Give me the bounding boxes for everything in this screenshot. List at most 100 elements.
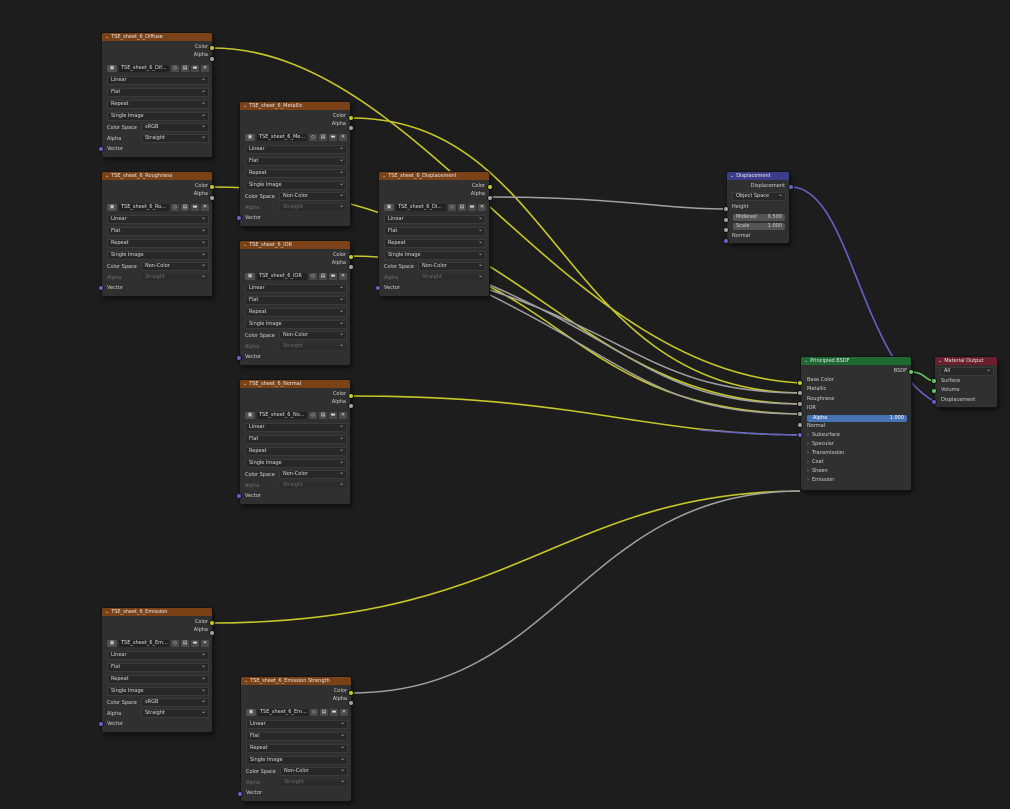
close-icon[interactable]: ✕ [339, 412, 347, 419]
source-dropdown[interactable]: Single Image [245, 319, 347, 329]
close-icon[interactable]: ✕ [339, 134, 347, 141]
node-principled-bsdf[interactable]: ⌄Principled BSDF BSDF Base Color Metalli… [801, 357, 911, 490]
node-header[interactable]: ⌄Principled BSDF [801, 357, 911, 365]
socket-strength-alpha[interactable] [348, 700, 354, 706]
extension-dropdown[interactable]: Repeat [245, 446, 347, 456]
socket-emission-alpha[interactable] [209, 630, 215, 636]
image-icon[interactable]: ▣ [107, 65, 117, 72]
node-header[interactable]: ⌄TSE_sheet_6_Normal [240, 380, 350, 388]
chevron-down-icon[interactable]: ⌄ [804, 358, 809, 364]
socket-diffuse-vector[interactable] [98, 146, 104, 152]
socket-ior-color[interactable] [348, 254, 354, 260]
chevron-down-icon[interactable]: ⌄ [938, 358, 943, 364]
image-selector[interactable]: ▣ TSE_sheet_6_Di... ◇ ▤ ▬ ✕ [384, 203, 486, 212]
socket-disptex-vector[interactable] [375, 285, 381, 291]
alpha-mode-dropdown[interactable]: Straight [141, 708, 209, 718]
image-selector[interactable]: ▣ TSE_sheet_6_Em... ◇ ▤ ▬ ✕ [246, 708, 348, 717]
socket-height-in[interactable] [723, 206, 729, 212]
close-icon[interactable]: ✕ [478, 204, 486, 211]
duplicate-icon[interactable]: ▤ [319, 412, 327, 419]
chevron-down-icon[interactable]: ⌄ [243, 381, 248, 387]
panel-specular[interactable]: ›Specular [807, 441, 834, 447]
node-header[interactable]: ⌄TSE_sheet_6_Metallic [240, 102, 350, 110]
projection-dropdown[interactable]: Flat [107, 87, 209, 97]
duplicate-icon[interactable]: ▤ [320, 709, 328, 716]
color-space-dropdown[interactable]: Non-Color [279, 330, 347, 340]
interpolation-dropdown[interactable]: Linear [245, 144, 347, 154]
extension-dropdown[interactable]: Repeat [245, 168, 347, 178]
space-dropdown[interactable]: Object Space [732, 191, 786, 201]
color-space-dropdown[interactable]: Non-Color [141, 261, 209, 271]
node-header[interactable]: ⌄TSE_sheet_6_Roughness [102, 172, 212, 180]
projection-dropdown[interactable]: Flat [245, 295, 347, 305]
socket-bsdf-out[interactable] [908, 369, 914, 375]
projection-dropdown[interactable]: Flat [246, 731, 348, 741]
image-name-field[interactable]: TSE_sheet_6_Em... [258, 709, 308, 716]
color-space-dropdown[interactable]: Non-Color [279, 191, 347, 201]
chevron-down-icon[interactable]: ⌄ [244, 678, 249, 684]
node-ior[interactable]: ⌄TSE_sheet_6_IOR Color Alpha ▣ TSE_sheet… [240, 241, 350, 365]
node-emission-strength[interactable]: ⌄TSE_sheet_6_Emission Strength Color Alp… [241, 677, 351, 801]
socket-volume-in[interactable] [931, 388, 937, 394]
color-space-dropdown[interactable]: Non-Color [418, 261, 486, 271]
image-icon[interactable]: ▣ [245, 134, 255, 141]
image-icon[interactable]: ▣ [245, 273, 255, 280]
shield-icon[interactable]: ◇ [309, 412, 317, 419]
chevron-down-icon[interactable]: ⌄ [243, 103, 248, 109]
image-selector[interactable]: ▣ TSE_sheet_6_Me... ◇ ▤ ▬ ✕ [245, 133, 347, 142]
color-space-dropdown[interactable]: Non-Color [279, 469, 347, 479]
socket-metallic-color[interactable] [348, 115, 354, 121]
socket-metallic-alpha[interactable] [348, 125, 354, 131]
extension-dropdown[interactable]: Repeat [245, 307, 347, 317]
socket-dispnormal-in[interactable] [723, 238, 729, 244]
duplicate-icon[interactable]: ▤ [181, 204, 189, 211]
node-header[interactable]: ⌄TSE_sheet_6_Diffuse [102, 33, 212, 41]
socket-roughness-in[interactable] [797, 401, 803, 407]
node-header[interactable]: ⌄TSE_sheet_6_Emission Strength [241, 677, 351, 685]
socket-roughness-vector[interactable] [98, 285, 104, 291]
image-selector[interactable]: ▣ TSE_sheet_6_Ro... ◇ ▤ ▬ ✕ [107, 203, 209, 212]
color-space-dropdown[interactable]: sRGB [141, 697, 209, 707]
image-name-field[interactable]: TSE_sheet_6_Me... [257, 134, 307, 141]
socket-roughness-color[interactable] [209, 184, 215, 190]
folder-icon[interactable]: ▬ [191, 65, 199, 72]
projection-dropdown[interactable]: Flat [107, 662, 209, 672]
extension-dropdown[interactable]: Repeat [384, 238, 486, 248]
folder-icon[interactable]: ▬ [329, 273, 337, 280]
image-name-field[interactable]: TSE_sheet_6_Em... [119, 640, 169, 647]
socket-emission-color[interactable] [209, 620, 215, 626]
alpha-mode-dropdown[interactable]: Straight [141, 133, 209, 143]
socket-basecolor-in[interactable] [797, 380, 803, 386]
chevron-down-icon[interactable]: ⌄ [105, 34, 110, 40]
interpolation-dropdown[interactable]: Linear [384, 214, 486, 224]
close-icon[interactable]: ✕ [201, 204, 209, 211]
source-dropdown[interactable]: Single Image [107, 250, 209, 260]
socket-displacement-out[interactable] [788, 184, 794, 190]
source-dropdown[interactable]: Single Image [107, 686, 209, 696]
node-header[interactable]: ⌄TSE_sheet_6_Emission [102, 608, 212, 616]
node-normal-texture[interactable]: ⌄TSE_sheet_6_Normal Color Alpha ▣ TSE_sh… [240, 380, 350, 504]
socket-ior-vector[interactable] [236, 355, 242, 361]
image-selector[interactable]: ▣ TSE_sheet_6_Dif... ◇ ▤ ▬ ✕ [107, 64, 209, 73]
projection-dropdown[interactable]: Flat [245, 156, 347, 166]
socket-midlevel-in[interactable] [723, 217, 729, 223]
folder-icon[interactable]: ▬ [191, 640, 199, 647]
shield-icon[interactable]: ◇ [309, 134, 317, 141]
panel-subsurface[interactable]: ›Subsurface [807, 432, 840, 438]
interpolation-dropdown[interactable]: Linear [245, 283, 347, 293]
extension-dropdown[interactable]: Repeat [107, 674, 209, 684]
close-icon[interactable]: ✕ [201, 65, 209, 72]
image-name-field[interactable]: TSE_sheet_6_Di... [396, 204, 446, 211]
node-header[interactable]: ⌄Material Output [935, 357, 997, 365]
panel-coat[interactable]: ›Coat [807, 459, 824, 465]
shield-icon[interactable]: ◇ [171, 204, 179, 211]
folder-icon[interactable]: ▬ [330, 709, 338, 716]
source-dropdown[interactable]: Single Image [246, 755, 348, 765]
duplicate-icon[interactable]: ▤ [181, 640, 189, 647]
duplicate-icon[interactable]: ▤ [458, 204, 466, 211]
image-name-field[interactable]: TSE_sheet_6_Dif... [119, 65, 169, 72]
source-dropdown[interactable]: Single Image [384, 250, 486, 260]
node-diffuse[interactable]: ⌄TSE_sheet_6_Diffuse Color Alpha ▣ TSE_s… [102, 33, 212, 157]
